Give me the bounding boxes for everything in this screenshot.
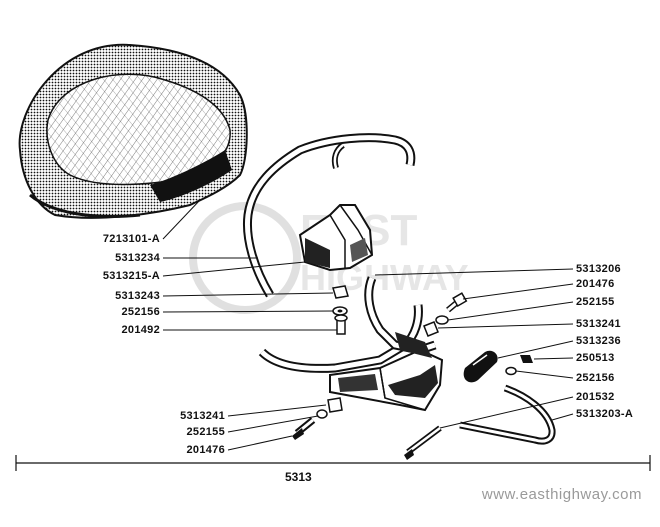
part-label: 5313243	[115, 290, 160, 302]
seat-rail	[242, 133, 416, 298]
part-label: 201492	[121, 324, 160, 336]
part-label: 5313234	[115, 252, 160, 264]
part-label: 5313206	[576, 263, 621, 275]
part-label: 5313241	[180, 410, 225, 422]
rubber-block	[463, 350, 498, 383]
part-label: 252156	[576, 372, 615, 384]
small-fasteners-left	[332, 285, 349, 335]
part-label: 5313215-A	[102, 270, 160, 282]
watermark-url: www.easthighway.com	[481, 486, 642, 503]
part-label: 252156	[121, 306, 160, 318]
part-label: 201532	[576, 391, 615, 403]
part-label: 252155	[576, 296, 615, 308]
part-label: 201476	[186, 444, 225, 456]
assembly-bracket	[15, 455, 651, 471]
small-fasteners-bottom	[292, 397, 343, 440]
carrier-frame	[258, 276, 444, 412]
part-label: 252155	[186, 426, 225, 438]
bolt-and-strap	[404, 384, 556, 460]
part-label: 5313203-A	[576, 408, 634, 420]
leader-lines	[162, 199, 574, 451]
part-label: 5313241	[576, 318, 621, 330]
seat-bracket	[298, 204, 374, 272]
part-label: 5313236	[576, 335, 621, 347]
part-label: 201476	[576, 278, 615, 290]
assembly-number: 5313	[285, 470, 312, 484]
seat-saddle	[18, 43, 248, 219]
part-label: 7213101-A	[102, 233, 160, 245]
part-label: 250513	[576, 352, 615, 364]
